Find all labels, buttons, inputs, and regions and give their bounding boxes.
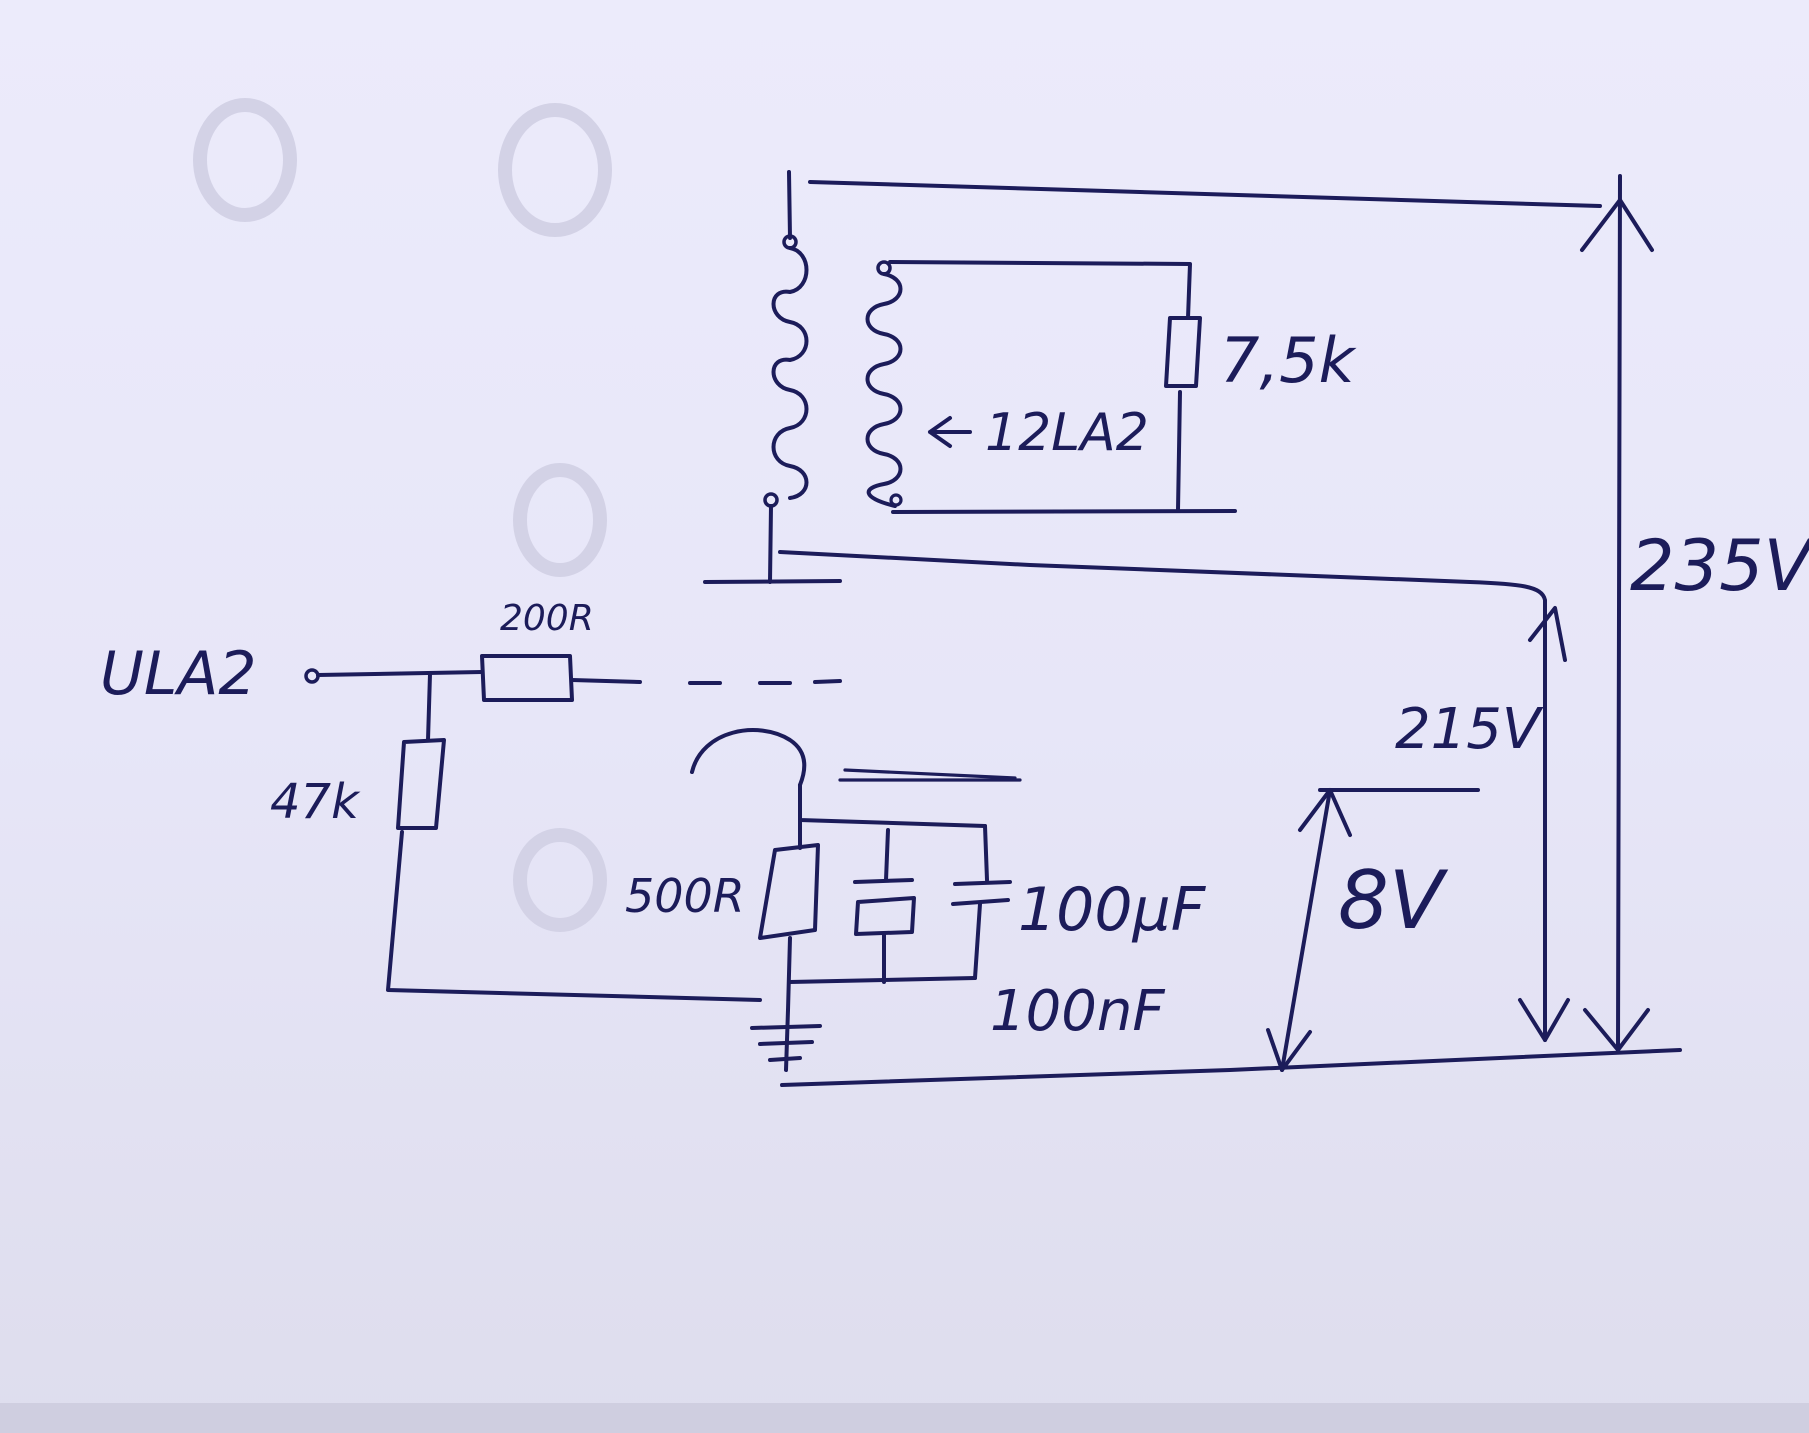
transformer-primary-winding	[703, 170, 842, 584]
input-wire	[316, 670, 484, 677]
input-node-label: ULA2	[100, 639, 257, 709]
grid-leak-resistor-label: 47k	[270, 774, 361, 830]
bypass-capacitor-film	[788, 824, 1012, 984]
grid-resistor-label: 200R	[500, 598, 594, 639]
anode-voltage-label: 215V	[1395, 697, 1544, 762]
secondary-tap-label: 12LA2	[985, 403, 1149, 463]
cathode-resistor-label: 500R	[625, 869, 745, 923]
bypass-cap-electrolytic-label: 100µF	[1018, 875, 1207, 945]
ground-symbol	[750, 1008, 822, 1072]
bypass-capacitor-electrolytic	[853, 828, 916, 984]
load-resistor-7k5	[1164, 316, 1202, 388]
load-resistor-label: 7,5k	[1220, 324, 1357, 397]
supply-rail-235v	[808, 174, 1654, 1052]
grid-leak-resistor-47k	[386, 672, 762, 1002]
ground-rail	[780, 1048, 1682, 1087]
transformer-secondary-winding	[865, 260, 1237, 514]
cathode-resistor-500r	[758, 818, 820, 1012]
cathode-voltage-label: 8V	[1338, 854, 1449, 947]
cathode-voltage-arrow	[1266, 788, 1480, 1072]
paper-bleed-through	[193, 98, 612, 932]
grid-resistor-200r	[480, 654, 842, 702]
cathode-node	[690, 728, 1022, 828]
input-node	[304, 668, 320, 684]
supply-voltage-label: 235V	[1630, 525, 1809, 607]
bypass-cap-film-label: 100nF	[990, 979, 1165, 1044]
anode-rail-215v	[778, 550, 1570, 1042]
